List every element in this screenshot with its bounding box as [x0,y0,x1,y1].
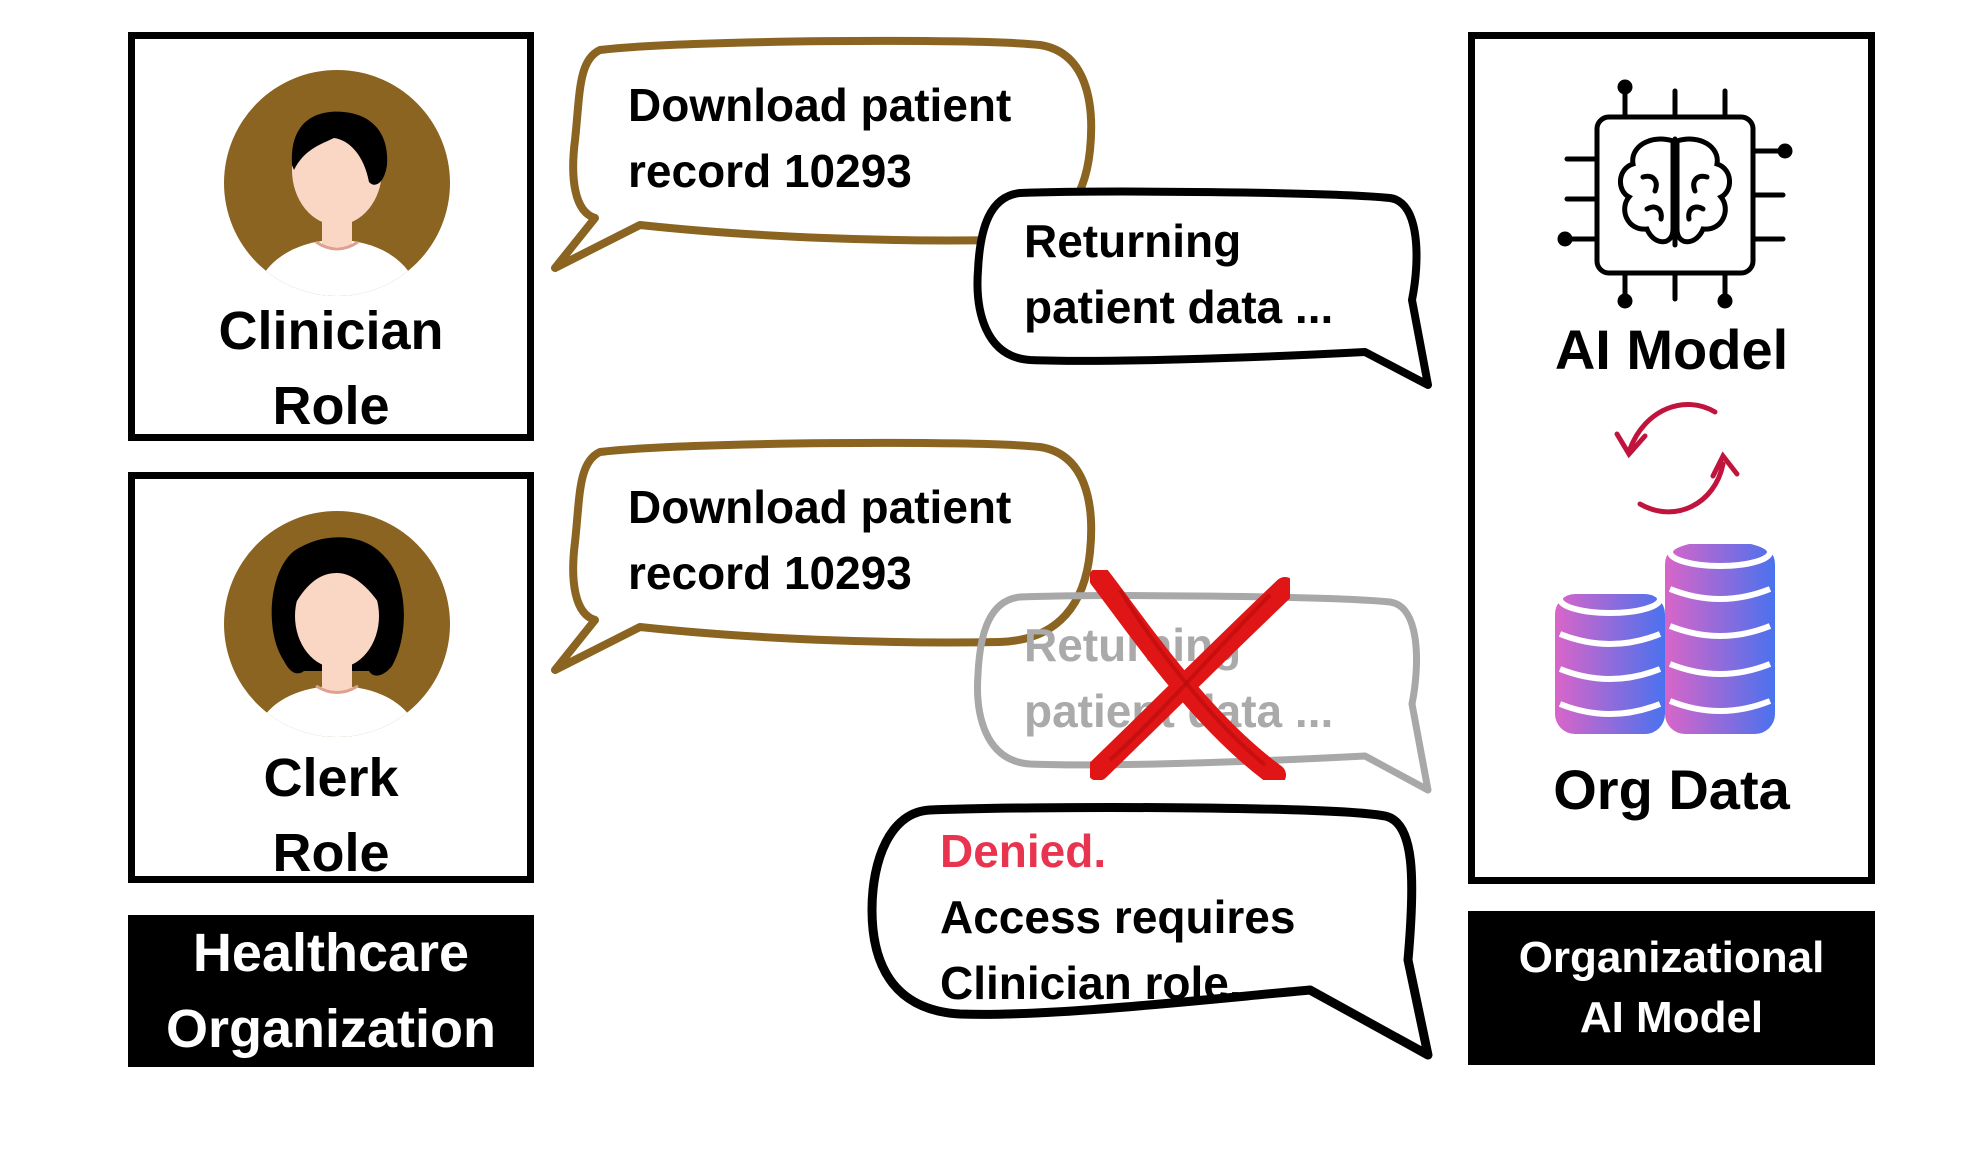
red-x-icon [1090,570,1290,780]
clinician-role-card: Clinician Role [128,32,534,441]
clerk-role-line2: Role [272,823,390,883]
response-bubble-1: Returning patient data ... [1024,208,1333,340]
healthcare-caption-line1: Healthcare [192,923,470,983]
denial-line1: Access requires [940,891,1296,943]
org-data-label: Org Data [1553,758,1790,821]
response-1-line2: patient data ... [1024,281,1334,333]
denial-bubble: Denied. Access requires Clinician role. [940,818,1295,1016]
organizational-ai-model-caption: Organizational AI Model [1468,911,1875,1065]
request-bubble-2: Download patient record 10293 [628,474,1011,606]
request-1-line2: record 10293 [628,145,912,197]
request-bubble-2-shape [551,438,1096,674]
request-1-line1: Download patient [628,79,1012,131]
clerk-role-label: Clerk Role [135,741,527,891]
org-caption-line1: Organizational [1518,933,1825,982]
org-caption-line2: AI Model [1579,993,1764,1042]
clinician-role-label: Clinician Role [135,294,527,444]
healthcare-caption-line2: Organization [165,999,496,1059]
request-2-line1: Download patient [628,481,1012,533]
clinician-role-line1: Clinician [218,301,444,361]
denial-line2: Clinician role. [940,957,1242,1009]
healthcare-organization-caption: Healthcare Organization [128,915,534,1067]
ai-model-card: AI Model [1468,32,1875,884]
ai-chip-brain-icon [1557,79,1793,309]
denial-bubble-shape [867,803,1433,1060]
clerk-avatar-icon [224,511,450,737]
clerk-role-card: Clerk Role [128,472,534,883]
clinician-avatar-icon [224,70,450,296]
response-1-line1: Returning [1024,215,1242,267]
request-bubble-1: Download patient record 10293 [628,72,1011,204]
clinician-role-line2: Role [272,376,390,436]
request-2-line2: record 10293 [628,547,912,599]
ai-model-label: AI Model [1554,318,1789,381]
response-bubble-1-shape [973,187,1432,389]
database-icon [1555,535,1775,734]
denied-status: Denied. [940,825,1107,877]
sync-arrows-icon [1614,401,1740,515]
clerk-role-line1: Clerk [263,748,399,808]
